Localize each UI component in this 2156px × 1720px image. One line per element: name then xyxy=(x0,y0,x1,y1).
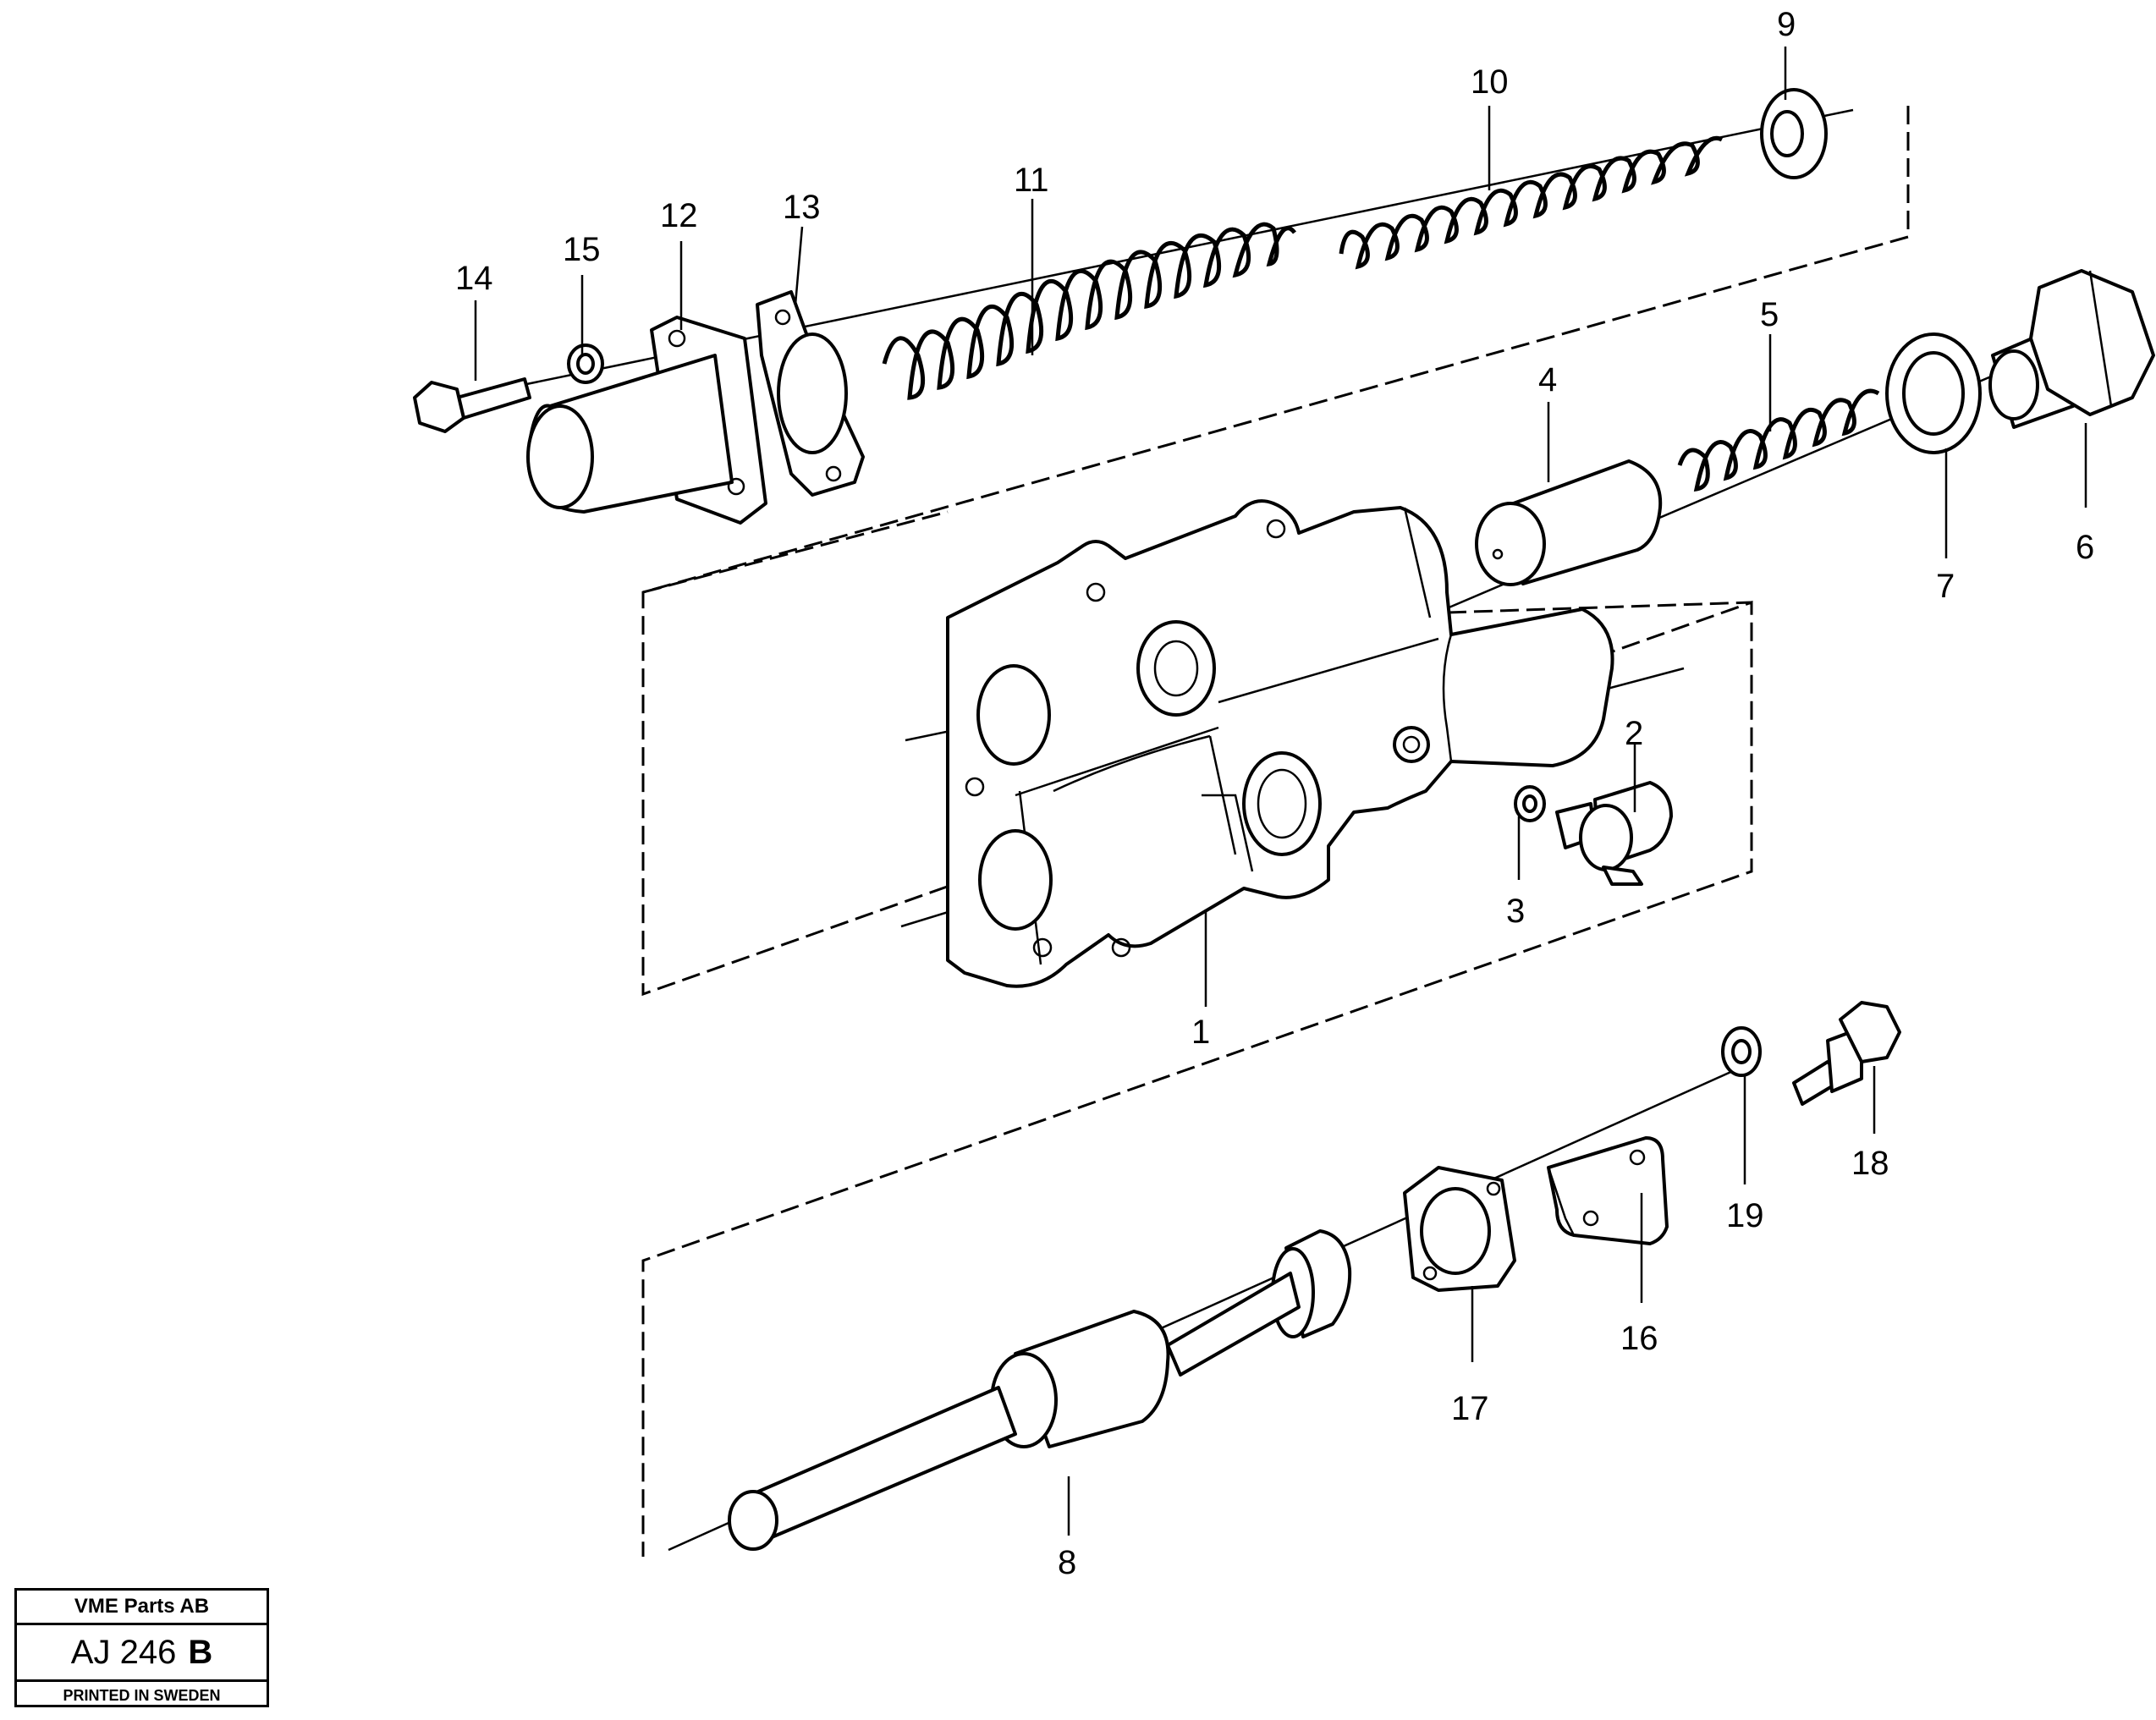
callout-4: 4 xyxy=(1538,361,1557,398)
callout-16: 16 xyxy=(1620,1320,1658,1357)
callout-18: 18 xyxy=(1851,1145,1889,1182)
part-6-plug xyxy=(1988,269,2155,429)
callout-11: 11 xyxy=(1014,162,1049,199)
part-11-spring xyxy=(882,222,1296,400)
assembly-boundary-lines xyxy=(641,106,1910,1557)
revision-letter: B xyxy=(188,1633,213,1671)
callout-5: 5 xyxy=(1760,296,1779,333)
callout-14: 14 xyxy=(455,260,493,297)
callout-1: 1 xyxy=(1191,1014,1210,1051)
part-3-washer xyxy=(1514,785,1546,822)
part-10-spring xyxy=(1339,136,1724,270)
part-9-washer xyxy=(1760,88,1828,179)
part-1-housing xyxy=(946,499,1614,988)
callout-8: 8 xyxy=(1058,1544,1076,1581)
drawing-number: AJ 246 B xyxy=(17,1625,267,1682)
callout-12: 12 xyxy=(660,197,698,234)
part-15-washer xyxy=(567,343,604,384)
callout-13: 13 xyxy=(783,189,821,226)
part-18-bolt xyxy=(1792,1001,1901,1106)
callout-6: 6 xyxy=(2076,529,2094,566)
part-13-gasket xyxy=(756,290,865,497)
part-14-bolt xyxy=(413,377,531,433)
part-8-spool xyxy=(728,1229,1352,1551)
callout-10: 10 xyxy=(1471,63,1509,101)
part-2-sensor xyxy=(1555,781,1673,886)
callout-9: 9 xyxy=(1777,6,1796,43)
callout-3: 3 xyxy=(1506,893,1525,930)
title-block: VME Parts AB AJ 246 B PRINTED IN SWEDEN xyxy=(14,1588,269,1707)
printed-note: PRINTED IN SWEDEN xyxy=(63,1687,221,1704)
drawing-code: AJ 246 xyxy=(70,1633,177,1671)
callout-17: 17 xyxy=(1451,1390,1489,1427)
callout-labels: 14 15 12 13 11 10 9 4 5 7 6 2 3 1 18 19 … xyxy=(455,6,2094,1581)
part-4-piston xyxy=(1475,459,1663,586)
callout-19: 19 xyxy=(1726,1197,1764,1234)
part-16-cover-plate xyxy=(1547,1136,1669,1245)
part-19-washer xyxy=(1721,1026,1762,1077)
part-17-gasket xyxy=(1403,1166,1516,1292)
company-name: VME Parts AB xyxy=(17,1591,267,1625)
callout-15: 15 xyxy=(563,231,601,268)
part-7-washer xyxy=(1885,332,1982,454)
part-12-cover xyxy=(526,316,767,525)
leader-lines xyxy=(474,47,2087,1536)
callout-2: 2 xyxy=(1625,715,1643,752)
callout-7: 7 xyxy=(1936,568,1955,605)
part-5-spring xyxy=(1677,388,1880,492)
